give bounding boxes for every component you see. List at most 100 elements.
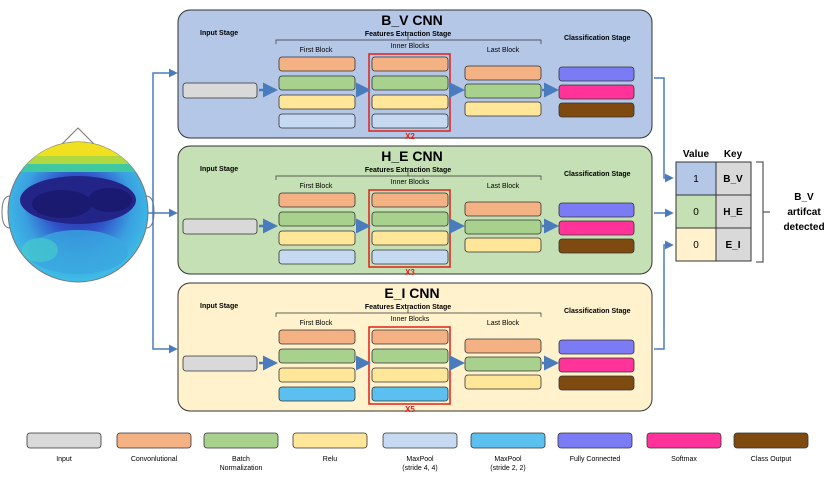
legend-swatch	[292, 432, 368, 449]
value-text: 0	[693, 240, 699, 251]
legend-label: Normalization	[220, 465, 263, 472]
inner-block-layer	[371, 367, 449, 383]
value-cell	[675, 227, 717, 262]
legend-swatch	[382, 432, 458, 449]
inner-block-layer	[371, 192, 449, 208]
first-block-layer	[278, 192, 356, 208]
legend-swatch	[470, 432, 546, 449]
inner-block-layer	[371, 348, 449, 364]
panel-title: B_V CNN	[381, 12, 442, 28]
panel-e-i: E_I CNN Input Stage Features Extraction St…	[177, 282, 653, 414]
legend-item-convolutional: Convonlutional	[116, 432, 192, 463]
first-block-layer	[278, 386, 356, 402]
features-bracket	[275, 36, 542, 44]
inner-block-layer	[371, 75, 449, 91]
flow-arrow	[148, 68, 178, 214]
classification-stage-label: Classification Stage	[564, 171, 631, 178]
key-cell	[715, 194, 752, 229]
legend-label: Batch	[232, 456, 250, 463]
flow-arrows	[148, 68, 674, 354]
legend-swatch	[26, 432, 102, 449]
input-stage-label: Input Stage	[200, 30, 238, 37]
last-block-layer	[464, 101, 542, 117]
inner-blocks-label: Inner Blocks	[391, 179, 430, 186]
first-block-layer	[278, 329, 356, 345]
inner-block-layer	[371, 386, 449, 402]
legend-label: (stride 2, 2)	[490, 465, 525, 472]
first-block-layer	[278, 113, 356, 129]
legend-item-maxpool22: MaxPool (stride 2, 2)	[470, 432, 546, 472]
inner-block-layer	[371, 56, 449, 72]
key-text: H_E	[723, 207, 743, 218]
first-block-layer	[278, 367, 356, 383]
detection-result: B_V artifcat detected	[783, 192, 824, 233]
legend-label: MaxPool	[494, 456, 522, 463]
value-text: 0	[693, 207, 699, 218]
flow-arrow	[654, 240, 674, 350]
first-block-label: First Block	[300, 47, 333, 54]
first-block-layer	[278, 56, 356, 72]
features-stage-label: Features Extraction Stage	[365, 304, 451, 311]
last-block-layer	[464, 83, 542, 99]
panel-title: H_E CNN	[381, 148, 442, 164]
value-cell	[675, 194, 717, 229]
classification-layer	[558, 102, 635, 118]
features-bracket	[275, 172, 542, 180]
eeg-head-topomap	[1, 127, 155, 283]
inner-blocks-label: Inner Blocks	[391, 316, 430, 323]
first-block-layer	[278, 94, 356, 110]
first-block-layer	[278, 348, 356, 364]
first-block-label: First Block	[300, 320, 333, 327]
legend-label: MaxPool	[406, 456, 434, 463]
first-block-layer	[278, 211, 356, 227]
legend-swatch	[646, 432, 722, 449]
last-block-layer	[464, 219, 542, 235]
repeat-label: X2	[405, 132, 415, 141]
last-block-label: Last Block	[487, 320, 520, 327]
classification-layer	[558, 339, 635, 355]
legend-label: Fully Connected	[570, 456, 621, 463]
result-line-3: detected	[783, 222, 824, 233]
legend-label: Class Output	[751, 456, 792, 463]
legend-item-classoutput: Class Output	[733, 432, 809, 463]
classification-layer	[558, 375, 635, 391]
legend-label: Input	[56, 456, 72, 463]
last-block-layer	[464, 201, 542, 217]
last-block-layer	[464, 338, 542, 354]
classification-stage-label: Classification Stage	[564, 35, 631, 42]
classification-layer	[558, 357, 635, 373]
key-cell	[715, 161, 752, 196]
legend-swatch	[203, 432, 279, 449]
repeat-label: X3	[405, 268, 415, 277]
legend-swatch	[557, 432, 633, 449]
flow-arrow	[654, 77, 674, 183]
features-bracket	[275, 309, 542, 317]
legend-item-relu: Relu	[292, 432, 368, 463]
input-stage-label: Input Stage	[200, 303, 238, 310]
first-block-layer	[278, 249, 356, 265]
panel-title: E_I CNN	[384, 285, 439, 301]
input-layer	[182, 218, 258, 235]
result-line-2: artifcat	[787, 207, 821, 218]
classification-layer	[558, 238, 635, 254]
legend-item-fullyconnected: Fully Connected	[557, 432, 633, 463]
input-stage-label: Input Stage	[200, 166, 238, 173]
legend-swatch	[116, 432, 192, 449]
last-block-layer	[464, 237, 542, 253]
inner-blocks-label: Inner Blocks	[391, 43, 430, 50]
inner-block-layer	[371, 113, 449, 129]
inner-block-layer	[371, 329, 449, 345]
result-line-1: B_V	[794, 192, 814, 203]
panel-b-v: B_V CNN Input Stage Features Extraction St…	[177, 9, 653, 141]
last-block-layer	[464, 374, 542, 390]
flow-arrow	[152, 213, 178, 354]
repeat-label: X5	[405, 405, 415, 414]
features-stage-label: Features Extraction Stage	[365, 31, 451, 38]
key-cell	[715, 227, 752, 262]
last-block-layer	[464, 65, 542, 81]
legend-swatch	[733, 432, 809, 449]
